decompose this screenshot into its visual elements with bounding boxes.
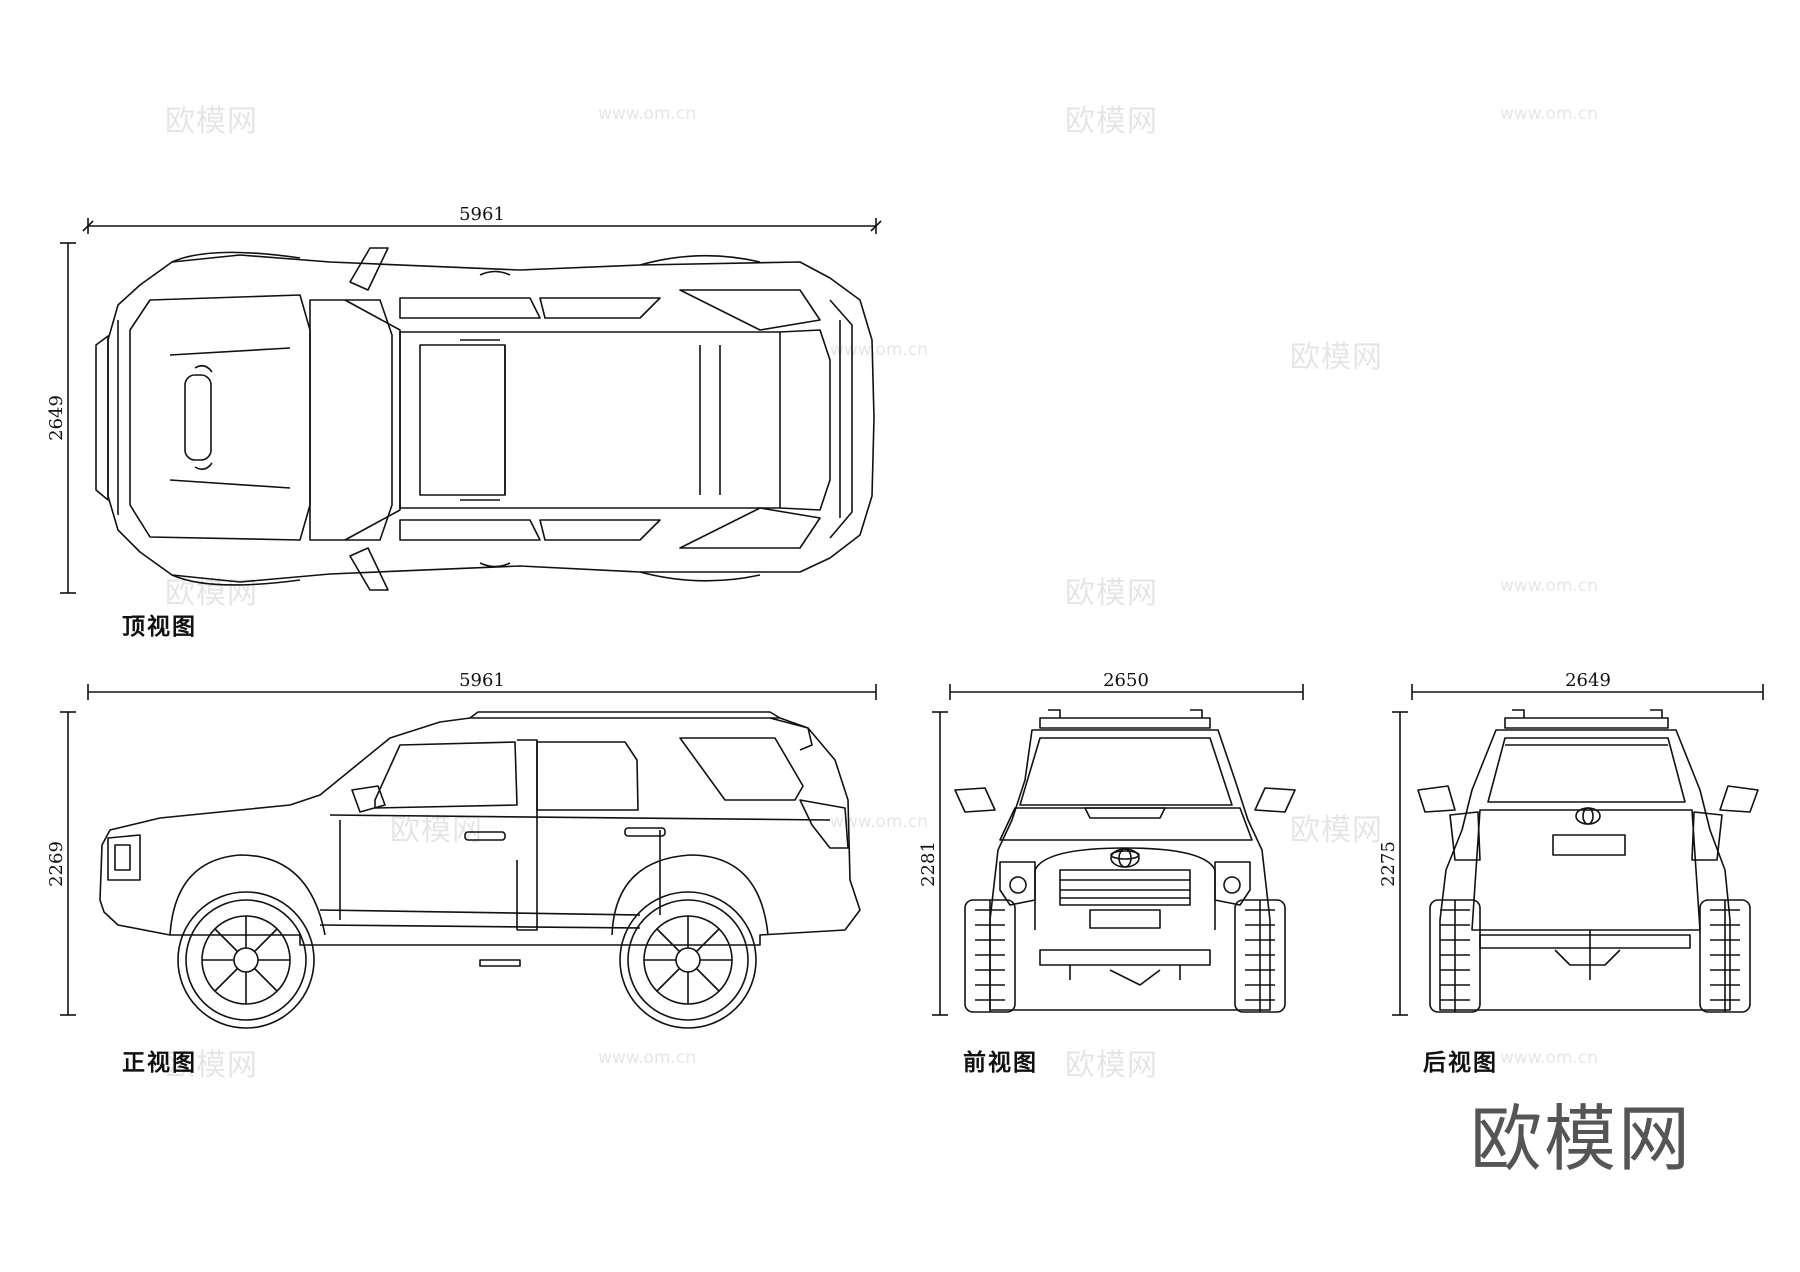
dim-text-front-width: 2650	[1103, 670, 1149, 691]
dimension-top-length: 5961	[82, 204, 882, 234]
watermark-url: www.om.cn	[1500, 1048, 1599, 1068]
watermark-logo: 欧模网	[1290, 340, 1383, 375]
watermark-logo: 欧模网	[1290, 813, 1383, 848]
rear-left-tire	[1429, 899, 1481, 1013]
watermark-url: www.om.cn	[830, 812, 929, 832]
watermark-url: www.om.cn	[1500, 104, 1599, 124]
dimension-front-height: 2281	[918, 711, 948, 1016]
dimension-front-width: 2650	[949, 670, 1304, 700]
label-front-view: 前视图	[963, 1049, 1038, 1076]
dim-text-front-height: 2281	[918, 841, 939, 887]
dim-text-rear-width: 2649	[1565, 670, 1611, 691]
toyota-emblem-icon	[1575, 807, 1601, 825]
watermark-url: www.om.cn	[598, 104, 697, 124]
watermark-logo: 欧模网	[165, 104, 258, 139]
watermark-logo: 欧模网	[1065, 576, 1158, 611]
front-right-tire	[1234, 899, 1286, 1013]
side-front-window	[374, 741, 518, 809]
dimension-rear-height: 2275	[1378, 711, 1408, 1016]
side-quarter-window	[679, 737, 804, 801]
watermark-logo: 欧模网	[390, 813, 483, 848]
watermark-logo: 欧模网	[165, 576, 258, 611]
car-side-view	[99, 711, 861, 1029]
watermark-logo: 欧模网	[1065, 104, 1158, 139]
car-rear-view	[1417, 709, 1759, 1013]
dim-text-top-length: 5961	[459, 204, 505, 225]
dim-text-top-width: 2649	[46, 395, 67, 441]
watermark-url: www.om.cn	[1500, 576, 1599, 596]
watermark-url: www.om.cn	[598, 1048, 697, 1068]
dimension-side-length: 5961	[87, 670, 877, 700]
front-left-tire	[964, 899, 1016, 1013]
brand-logo: 欧模网	[1470, 1097, 1693, 1181]
watermark-logo: 欧模网	[1065, 1048, 1158, 1083]
watermark-url: www.om.cn	[830, 340, 929, 360]
side-front-wheel	[177, 891, 315, 1029]
side-rear-wheel	[619, 891, 757, 1029]
label-top-view: 顶视图	[122, 613, 197, 640]
toyota-emblem-icon	[1110, 848, 1140, 868]
dimension-rear-width: 2649	[1411, 670, 1764, 700]
label-side-view: 正视图	[122, 1049, 197, 1076]
car-top-view	[95, 247, 875, 591]
dimension-side-height: 2269	[46, 711, 76, 1016]
dim-text-side-length: 5961	[459, 670, 505, 691]
side-rear-window	[536, 741, 639, 811]
rear-right-tire	[1699, 899, 1751, 1013]
dim-text-rear-height: 2275	[1378, 841, 1399, 887]
car-front-view	[954, 709, 1296, 1013]
watermark-logo: 欧模网	[165, 1048, 258, 1083]
dimension-top-width: 2649	[46, 242, 76, 594]
dim-text-side-height: 2269	[46, 841, 67, 887]
label-rear-view: 后视图	[1423, 1049, 1498, 1076]
